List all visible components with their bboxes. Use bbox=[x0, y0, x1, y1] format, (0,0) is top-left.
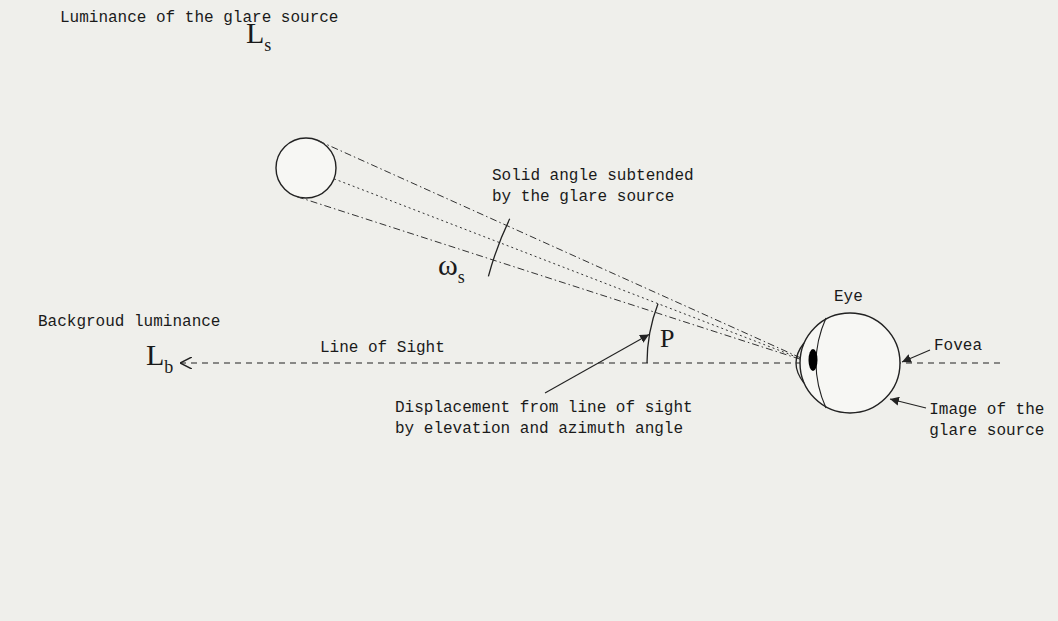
glare-source-circle bbox=[276, 138, 336, 198]
cone-axis bbox=[334, 179, 812, 363]
angle-symbol: P bbox=[660, 326, 674, 352]
leader-line bbox=[902, 350, 930, 362]
luminance-symbol: Ls bbox=[246, 18, 271, 54]
fovea-caption: Fovea bbox=[934, 336, 982, 357]
leader-line bbox=[545, 334, 649, 393]
pupil bbox=[809, 349, 818, 371]
lens-curve bbox=[816, 318, 826, 408]
cornea bbox=[796, 343, 804, 383]
solid-angle-symbol: ωs bbox=[438, 250, 465, 286]
cone-line bbox=[297, 197, 886, 387]
image-caption: Image of the glare source bbox=[929, 400, 1054, 442]
source-caption: Luminance of the glare source bbox=[60, 8, 338, 29]
eye-caption: Eye bbox=[834, 287, 863, 308]
eyeball bbox=[800, 313, 900, 413]
displacement-arc bbox=[647, 304, 658, 363]
angle-caption: Solid angle subtended by the glare sourc… bbox=[492, 166, 703, 208]
axis-caption: Line of Sight bbox=[320, 338, 445, 359]
background-caption: Backgroud luminance bbox=[38, 312, 220, 333]
leader-line bbox=[890, 399, 926, 408]
displacement-caption: Displacement from line of sight by eleva… bbox=[395, 398, 702, 440]
luminance-symbol: Lb bbox=[146, 340, 173, 376]
solid-angle-arc bbox=[488, 219, 509, 276]
